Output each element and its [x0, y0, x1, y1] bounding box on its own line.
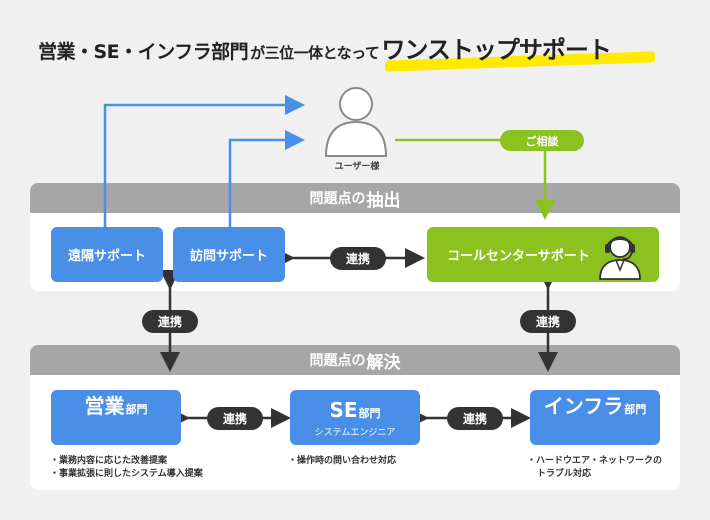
- title-part-onestop: ワンストップサポート: [381, 36, 612, 64]
- visit-support-box[interactable]: 訪問サポート: [173, 227, 285, 282]
- se-description: ・操作時の問い合わせ対応: [288, 455, 396, 468]
- page-title: 営業・SE・インフラ部門 が三位一体となって ワンストップサポート: [38, 30, 612, 70]
- headset-operator-icon: [599, 236, 641, 280]
- infra-dept-suffix: 部門: [624, 403, 647, 416]
- infra-description: ・ハードウエア・ネットワークの トラブル対応: [527, 455, 662, 481]
- se-desc-line-1: ・操作時の問い合わせ対応: [288, 456, 397, 466]
- infra-desc-line-2: トラブル対応: [537, 469, 592, 479]
- infra-department-box[interactable]: インフラ部門: [530, 390, 660, 445]
- solve-header-big: 解決: [366, 352, 401, 373]
- sales-desc-line-1: ・業務内容に応じた改善提案: [50, 456, 168, 466]
- solve-panel-header: 問題点の解決: [30, 345, 680, 375]
- link-badge-top: 連携: [330, 247, 386, 270]
- extract-header-big: 抽出: [366, 190, 401, 211]
- link-badge-bottom-left: 連携: [207, 407, 263, 430]
- link-badge-left: 連携: [142, 310, 198, 333]
- link-badge-bottom-right: 連携: [447, 407, 503, 430]
- title-part-departments: 営業・SE・インフラ部門: [38, 41, 249, 63]
- callcenter-support-label: コールセンターサポート: [447, 249, 590, 264]
- sales-description: ・業務内容に応じた改善提案 ・事業拡張に則したシステム導入提案: [50, 455, 203, 481]
- sales-dept-suffix: 部門: [125, 403, 148, 416]
- sales-desc-line-2: ・事業拡張に則したシステム導入提案: [50, 469, 203, 479]
- user-icon: [324, 87, 388, 157]
- user-label: ユーザー様: [334, 162, 380, 172]
- se-dept-suffix: 部門: [358, 406, 381, 420]
- infra-dept-name: インフラ: [543, 394, 624, 418]
- link-badge-right: 連携: [520, 310, 576, 333]
- title-part-connector: が三位一体となって: [250, 44, 380, 62]
- extract-header-small: 問題点の: [309, 191, 366, 207]
- consult-badge: ご相談: [500, 130, 584, 151]
- remote-support-label: 遠隔サポート: [67, 249, 146, 264]
- remote-support-box[interactable]: 遠隔サポート: [51, 227, 163, 282]
- sales-department-box[interactable]: 営業部門: [51, 390, 181, 445]
- solve-header-small: 問題点の: [309, 353, 366, 369]
- sales-dept-name: 営業: [84, 394, 125, 418]
- extract-panel-header: 問題点の抽出: [30, 183, 680, 213]
- visit-support-label: 訪問サポート: [189, 249, 268, 264]
- se-dept-subtitle: システムエンジニア: [314, 427, 396, 438]
- infra-desc-line-1: ・ハードウエア・ネットワークの: [527, 456, 663, 466]
- se-dept-name: SE: [329, 397, 358, 422]
